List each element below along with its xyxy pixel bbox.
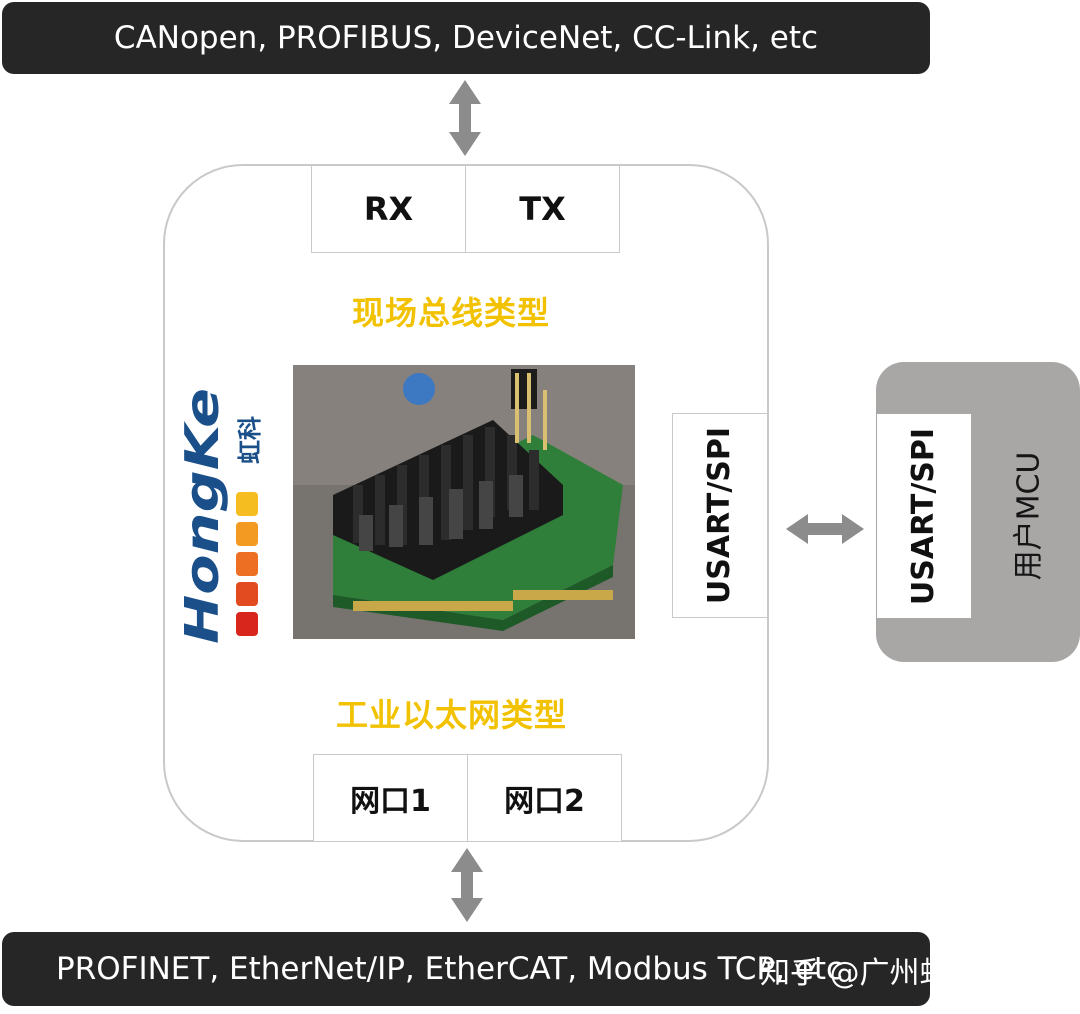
ethernet-protocols-bar: PROFINET, EtherNet/IP, EtherCAT, Modbus … xyxy=(2,932,930,1006)
module-usart-spi-port: USART/SPI xyxy=(672,413,768,618)
ethernet-port-2-label: 网口2 xyxy=(504,784,585,819)
vertical-double-arrow-icon xyxy=(449,80,481,156)
ethernet-port-1: 网口1 xyxy=(313,754,468,842)
rx-port-label: RX xyxy=(363,190,414,228)
horizontal-double-arrow-icon xyxy=(786,514,864,544)
svg-text:虹科: 虹科 xyxy=(236,416,264,464)
hongke-logo: HongKe 虹科 xyxy=(175,386,264,646)
fieldbus-protocols-bar: CANopen, PROFIBUS, DeviceNet, CC-Link, e… xyxy=(2,2,930,74)
mcu-usart-spi-label: USART/SPI xyxy=(906,427,942,605)
module-usart-spi-label: USART/SPI xyxy=(702,426,738,605)
rx-port: RX xyxy=(311,165,466,253)
mcu-usart-spi-port: USART/SPI xyxy=(877,414,971,618)
fieldbus-protocols-label: CANopen, PROFIBUS, DeviceNet, CC-Link, e… xyxy=(113,20,819,56)
ethernet-protocols-label: PROFINET, EtherNet/IP, EtherCAT, Modbus … xyxy=(56,951,844,987)
module-board-image xyxy=(293,365,635,639)
ethernet-port-2: 网口2 xyxy=(467,754,622,842)
user-mcu-label-box: 用户MCU xyxy=(990,414,1060,618)
tx-port: TX xyxy=(465,165,620,253)
ethernet-port-1-label: 网口1 xyxy=(350,784,431,819)
svg-text:HongKe: HongKe xyxy=(178,388,229,644)
tx-port-label: TX xyxy=(519,190,566,228)
vertical-double-arrow-bottom-icon xyxy=(451,848,483,922)
watermark: 知乎 @广州虹科电子 xyxy=(760,956,1040,991)
industrial-ethernet-type-label: 工业以太网类型 xyxy=(336,696,568,734)
fieldbus-type-label: 现场总线类型 xyxy=(352,294,551,332)
hongke-logo-graphic: HongKe 虹科 xyxy=(175,388,264,644)
module-photo xyxy=(293,365,635,639)
user-mcu-label: 用户MCU xyxy=(1011,451,1047,581)
